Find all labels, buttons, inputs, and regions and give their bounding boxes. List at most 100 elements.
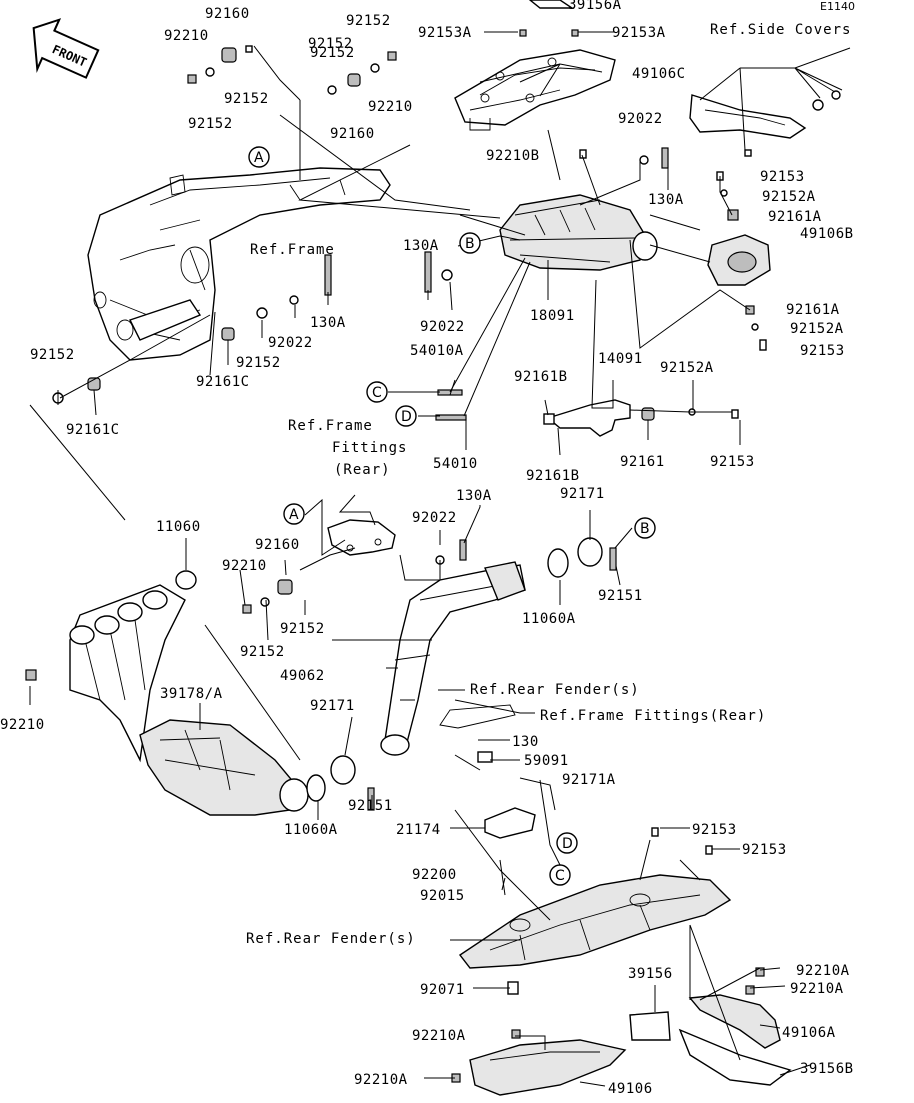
part-label: 92022	[420, 319, 465, 335]
callout-a-top: A	[248, 146, 270, 168]
part-label: 21174	[396, 822, 441, 838]
part-label: 92210A	[354, 1072, 408, 1088]
part-label: 11060	[156, 519, 201, 535]
part-label: 92160	[205, 6, 250, 22]
part-label: 14091	[598, 351, 643, 367]
part-label: 92153	[692, 822, 737, 838]
side-cover-reference-drawing	[689, 94, 807, 139]
part-label: 130	[512, 734, 539, 750]
bracket-14091-drawing	[543, 380, 631, 437]
frame-reference-drawing	[87, 167, 391, 361]
part-label: 92161C	[66, 422, 120, 438]
part-label: 92152A	[660, 360, 714, 376]
part-label: 92022	[618, 111, 663, 127]
svg-text:D: D	[562, 836, 573, 852]
cover-49106a-drawing	[688, 994, 781, 1049]
part-label: 130A	[648, 192, 684, 208]
svg-text:C: C	[372, 385, 382, 401]
svg-text:B: B	[465, 236, 475, 252]
part-label: 92161A	[768, 209, 822, 225]
cover-39156-drawing	[629, 1011, 671, 1041]
part-label: 92153	[710, 454, 755, 470]
part-label: 39156B	[800, 1061, 854, 1077]
part-label: 92161	[620, 454, 665, 470]
part-label: 92210	[222, 558, 267, 574]
part-label: 39156	[628, 966, 673, 982]
part-label: 92152	[346, 13, 391, 29]
svg-text:A: A	[289, 507, 299, 523]
gasket-11060a-lower-icon	[306, 774, 326, 802]
part-label: 130A	[403, 238, 439, 254]
callout-c-lower: C	[549, 864, 571, 886]
part-label: 92152	[30, 347, 75, 363]
ref-frame: Ref.Frame	[250, 242, 335, 258]
diagram-code: E1140	[820, 0, 855, 13]
callout-d-lower: D	[556, 832, 578, 854]
part-label: 49106C	[632, 66, 686, 82]
part-label: 92153	[800, 343, 845, 359]
svg-text:A: A	[254, 150, 264, 166]
part-label: 92152	[280, 621, 325, 637]
heat-shield-49106c-drawing	[454, 0, 616, 131]
part-label: 92153	[760, 169, 805, 185]
part-label: 39156A	[568, 0, 622, 13]
callout-b-top: B	[459, 232, 481, 254]
ref-side-covers: Ref.Side Covers	[710, 22, 851, 38]
gasket-11060a-icon	[547, 548, 569, 578]
part-label: 92152	[188, 116, 233, 132]
part-label: 39178/A	[160, 686, 223, 702]
part-label: 92152	[236, 355, 281, 371]
gasket-11060-icon	[175, 570, 197, 590]
part-label: 18091	[530, 308, 575, 324]
part-label: 92160	[255, 537, 300, 553]
part-label: 92210A	[796, 963, 850, 979]
part-label: 92022	[412, 510, 457, 526]
part-label: 49062	[280, 668, 325, 684]
part-label: 59091	[524, 753, 569, 769]
callout-d-top: D	[395, 405, 417, 427]
part-label: 92161C	[196, 374, 250, 390]
part-label: 92161B	[526, 468, 580, 484]
callout-b-lower: B	[634, 517, 656, 539]
part-label: 92210A	[412, 1028, 466, 1044]
ref-frame-fittings-rear-inline: Ref.Frame Fittings(Rear)	[540, 708, 766, 724]
part-label: 92015	[420, 888, 465, 904]
ref-rear-fender-2: Ref.Rear Fender(s)	[246, 931, 416, 947]
frame-fittings-rear-drawing	[327, 519, 396, 556]
silencer-cover-49106b-drawing	[707, 234, 771, 286]
part-label: 92153A	[612, 25, 666, 41]
cover-49106-drawing	[469, 1039, 627, 1096]
part-label: 54010A	[410, 343, 464, 359]
part-label: 92161B	[514, 369, 568, 385]
part-label: 92152	[224, 91, 269, 107]
callout-a-lower: A	[283, 503, 305, 525]
part-label: 92022	[268, 335, 313, 351]
part-label: 54010	[433, 456, 478, 472]
part-label: 11060A	[522, 611, 576, 627]
part-label: 92171	[310, 698, 355, 714]
front-arrow-icon: FRONT	[32, 18, 100, 79]
part-label: 92210B	[486, 148, 540, 164]
exhaust-header-39178-drawing	[69, 584, 309, 816]
part-label: 92171	[560, 486, 605, 502]
part-label: 92200	[412, 867, 457, 883]
callout-c-top: C	[366, 381, 388, 403]
part-label: 130A	[310, 315, 346, 331]
part-label: 92152	[240, 644, 285, 660]
ref-frame-fittings-rear-line3: (Rear)	[334, 462, 391, 478]
svg-text:C: C	[555, 868, 565, 884]
part-label: 92171A	[562, 772, 616, 788]
leader-lines	[29, 31, 851, 1087]
part-label: 92210A	[790, 981, 844, 997]
part-label: 92071	[420, 982, 465, 998]
part-label: 49106	[608, 1081, 653, 1097]
part-label: 92151	[598, 588, 643, 604]
silencer-18091-drawing	[499, 194, 658, 271]
part-label: 92152	[308, 36, 353, 52]
part-label: 92152A	[790, 321, 844, 337]
part-label: 92151	[348, 798, 393, 814]
rear-fender-drawing	[458, 874, 732, 969]
part-label: 49106A	[782, 1025, 836, 1041]
clamp-92171-lower-icon	[330, 755, 356, 785]
